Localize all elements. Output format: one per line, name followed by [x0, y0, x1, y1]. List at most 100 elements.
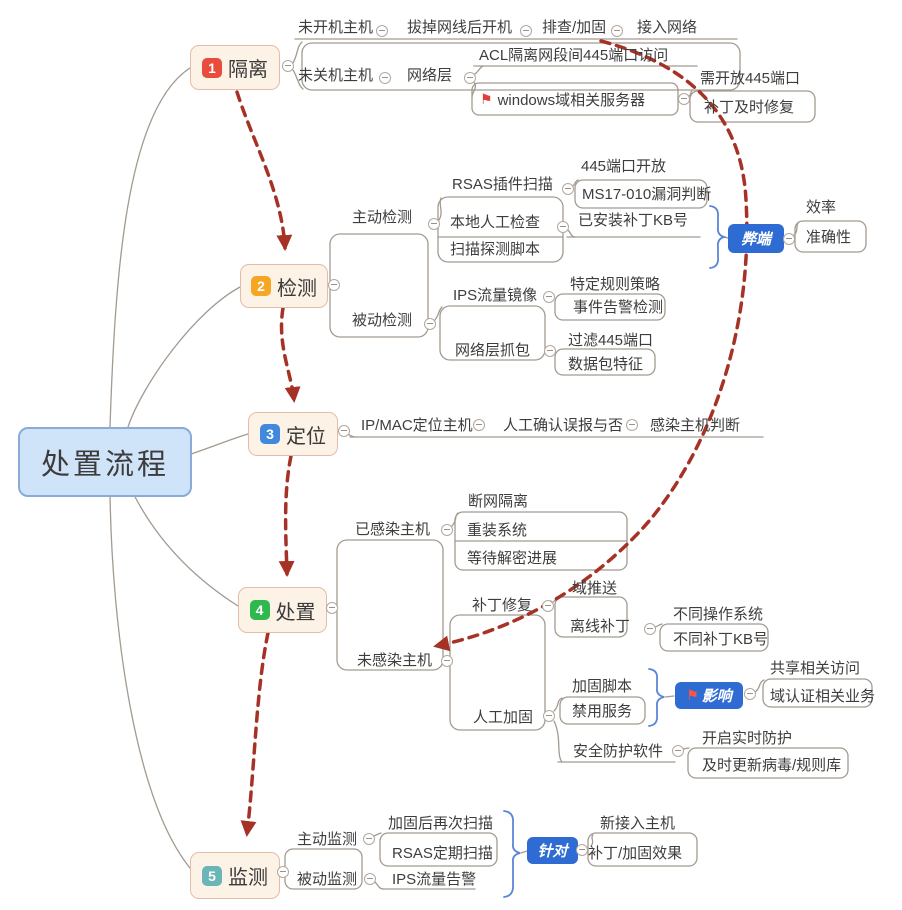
collapse-toggle[interactable] — [544, 345, 556, 357]
branch-label: 检测 — [277, 277, 317, 300]
node-network-capture[interactable]: 网络层抓包 — [455, 342, 531, 359]
node-host-not-powered[interactable]: 未开机主机 — [298, 19, 374, 36]
node-uninfected-hosts[interactable]: 未感染主机 — [357, 652, 433, 669]
node-accuracy[interactable]: 准确性 — [806, 229, 852, 246]
node-packet-signature[interactable]: 数据包特征 — [568, 356, 644, 373]
node-installed-patch-kb[interactable]: 已安装补丁KB号 — [578, 212, 689, 229]
node-domain-auth-biz[interactable]: 域认证相关业务 — [770, 688, 876, 705]
node-rsas-plugin-scan[interactable]: RSAS插件扫描 — [452, 176, 553, 193]
node-filter-445[interactable]: 过滤445端口 — [568, 332, 654, 349]
callout-impact[interactable]: ⚑ 影响 — [675, 682, 743, 709]
branch-detect[interactable]: 2 检测 — [240, 264, 328, 308]
node-ips-traffic-alert[interactable]: IPS流量告警 — [392, 871, 477, 888]
node-unplug-then-boot[interactable]: 拔掉网线后开机 — [407, 19, 513, 36]
collapse-toggle[interactable] — [473, 419, 485, 431]
node-patch-timely[interactable]: 补丁及时修复 — [704, 99, 795, 116]
node-offline-patch[interactable]: 离线补丁 — [570, 618, 631, 635]
collapse-toggle[interactable] — [376, 25, 388, 37]
collapse-toggle[interactable] — [424, 318, 436, 330]
collapse-toggle[interactable] — [364, 873, 376, 885]
collapse-toggle[interactable] — [520, 25, 532, 37]
branch-handle[interactable]: 4 处置 — [238, 587, 327, 633]
collapse-toggle[interactable] — [626, 419, 638, 431]
node-ips-traffic-mirror[interactable]: IPS流量镜像 — [453, 287, 538, 304]
node-different-kb[interactable]: 不同补丁KB号 — [673, 631, 769, 648]
collapse-toggle[interactable] — [441, 524, 453, 536]
node-passive-detect[interactable]: 被动检测 — [352, 312, 413, 329]
node-manual-confirm-fp[interactable]: 人工确认误报与否 — [503, 417, 624, 434]
node-inspect-harden[interactable]: 排查/加固 — [542, 19, 607, 36]
branch-isolate[interactable]: 1 隔离 — [190, 45, 280, 90]
node-windows-domain-servers[interactable]: ⚑ windows域相关服务器 — [480, 89, 645, 110]
callout-drawback[interactable]: 弊端 — [728, 224, 784, 253]
branch-label: 隔离 — [228, 59, 268, 81]
collapse-toggle[interactable] — [363, 833, 375, 845]
collapse-toggle[interactable] — [576, 844, 588, 856]
node-patch-repair[interactable]: 补丁修复 — [472, 597, 533, 614]
node-connect-network[interactable]: 接入网络 — [637, 19, 698, 36]
node-efficiency[interactable]: 效率 — [806, 199, 837, 216]
collapse-toggle[interactable] — [277, 866, 289, 878]
root-topic[interactable]: 处置流程 — [18, 427, 192, 497]
node-label: windows域相关服务器 — [497, 92, 646, 109]
node-passive-monitor[interactable]: 被动监测 — [297, 871, 358, 888]
node-local-manual-check[interactable]: 本地人工检查 — [450, 214, 541, 231]
collapse-toggle[interactable] — [678, 93, 690, 105]
node-security-software[interactable]: 安全防护软件 — [573, 743, 664, 760]
node-acl-isolate[interactable]: ACL隔离网段间445端口访问 — [479, 47, 669, 64]
node-active-detect[interactable]: 主动检测 — [352, 209, 413, 226]
collapse-toggle[interactable] — [326, 602, 338, 614]
node-patch-harden-effect[interactable]: 补丁/加固效果 — [588, 845, 683, 862]
branch-monitor[interactable]: 5 监测 — [190, 852, 280, 899]
node-host-running[interactable]: 未关机主机 — [298, 67, 374, 84]
node-active-monitor[interactable]: 主动监测 — [297, 831, 358, 848]
node-ip-mac-locate[interactable]: IP/MAC定位主机 — [361, 417, 473, 434]
node-network-layer[interactable]: 网络层 — [407, 67, 453, 84]
collapse-toggle[interactable] — [328, 279, 340, 291]
node-scan-probe-script[interactable]: 扫描探测脚本 — [450, 241, 541, 258]
node-domain-push[interactable]: 域推送 — [572, 580, 618, 597]
collapse-toggle[interactable] — [672, 745, 684, 757]
node-rsas-periodic-scan[interactable]: RSAS定期扫描 — [392, 845, 493, 862]
node-disconnect-isolate[interactable]: 断网隔离 — [468, 493, 529, 510]
node-share-access[interactable]: 共享相关访问 — [770, 660, 861, 677]
collapse-toggle[interactable] — [542, 600, 554, 612]
node-wait-decrypt[interactable]: 等待解密进展 — [467, 550, 558, 567]
node-new-hosts[interactable]: 新接入主机 — [600, 815, 676, 832]
collapse-toggle[interactable] — [428, 218, 440, 230]
collapse-toggle[interactable] — [338, 425, 350, 437]
node-event-alert-detect[interactable]: 事件告警检测 — [573, 299, 664, 316]
callout-target[interactable]: 针对 — [527, 837, 578, 864]
collapse-toggle[interactable] — [644, 623, 656, 635]
collapse-toggle[interactable] — [379, 72, 391, 84]
collapse-toggle[interactable] — [464, 72, 476, 84]
collapse-toggle[interactable] — [611, 25, 623, 37]
node-rescan-after-harden[interactable]: 加固后再次扫描 — [388, 815, 494, 832]
collapse-toggle[interactable] — [744, 688, 756, 700]
node-reinstall-system[interactable]: 重装系统 — [467, 522, 528, 539]
node-ms17-010-judge[interactable]: MS17-010漏洞判断 — [582, 186, 712, 203]
collapse-toggle[interactable] — [783, 233, 795, 245]
collapse-toggle[interactable] — [282, 60, 294, 72]
node-need-open-445[interactable]: 需开放445端口 — [700, 70, 801, 87]
branch-locate[interactable]: 3 定位 — [248, 412, 338, 456]
priority-badge-1: 1 — [202, 57, 222, 78]
node-realtime-protect[interactable]: 开启实时防护 — [702, 730, 793, 747]
node-infected-hosts[interactable]: 已感染主机 — [355, 521, 431, 538]
red-flag-icon: ⚑ — [686, 687, 699, 704]
collapse-toggle[interactable] — [562, 183, 574, 195]
node-disable-service[interactable]: 禁用服务 — [572, 703, 633, 720]
collapse-toggle[interactable] — [557, 221, 569, 233]
node-infected-judge[interactable]: 感染主机判断 — [650, 417, 741, 434]
node-specific-rules[interactable]: 特定规则策略 — [570, 276, 661, 293]
node-manual-harden[interactable]: 人工加固 — [473, 709, 534, 726]
collapse-toggle[interactable] — [441, 655, 453, 667]
node-harden-script[interactable]: 加固脚本 — [572, 678, 633, 695]
collapse-toggle[interactable] — [543, 710, 555, 722]
node-different-os[interactable]: 不同操作系统 — [673, 606, 764, 623]
collapse-toggle[interactable] — [543, 291, 555, 303]
node-update-virus-db[interactable]: 及时更新病毒/规则库 — [702, 757, 842, 774]
node-port-445-open[interactable]: 445端口开放 — [581, 158, 667, 175]
